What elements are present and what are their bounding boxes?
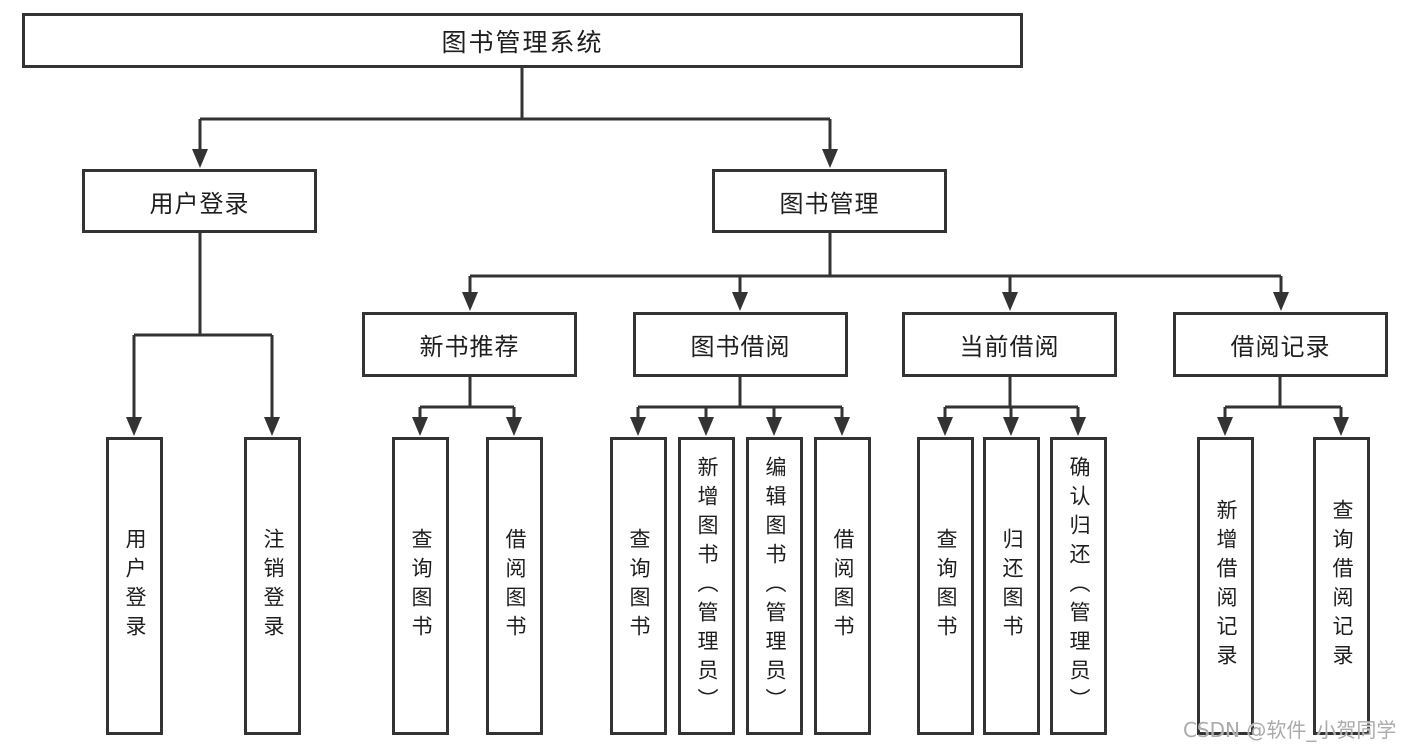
node-book-borrowing: 图书借阅 [633, 312, 848, 377]
leaf-cb-return-books: 归还图书 [983, 437, 1040, 735]
node-user-login: 用户登录 [82, 169, 317, 233]
leaf-bb-edit-books-admin: 编辑图书（管理员） [746, 437, 803, 735]
node-book-management: 图书管理 [712, 169, 947, 233]
arrowhead-icons [126, 149, 1349, 436]
node-current-borrowing: 当前借阅 [902, 312, 1117, 377]
leaf-bb-borrow-books: 借阅图书 [814, 437, 871, 735]
leaf-nbr-borrow-books: 借阅图书 [486, 437, 543, 735]
connector-lines [132, 66, 1343, 418]
leaf-cb-query-books: 查询图书 [917, 437, 974, 735]
node-library-system: 图书管理系统 [22, 13, 1023, 68]
leaf-logout: 注销登录 [244, 437, 301, 735]
node-borrowing-records: 借阅记录 [1173, 312, 1388, 377]
leaf-bb-query-books: 查询图书 [610, 437, 667, 735]
csdn-watermark: CSDN @软件_小贺同学 [1183, 718, 1397, 742]
leaf-br-query-borrow-record: 查询借阅记录 [1313, 437, 1370, 735]
leaf-cb-confirm-return-admin: 确认归还（管理员） [1050, 437, 1107, 735]
node-new-book-recommendation: 新书推荐 [362, 312, 577, 377]
leaf-nbr-query-books: 查询图书 [392, 437, 449, 735]
leaf-user-login: 用户登录 [106, 437, 163, 735]
leaf-bb-add-books-admin: 新增图书（管理员） [678, 437, 735, 735]
leaf-br-add-borrow-record: 新增借阅记录 [1197, 437, 1254, 735]
